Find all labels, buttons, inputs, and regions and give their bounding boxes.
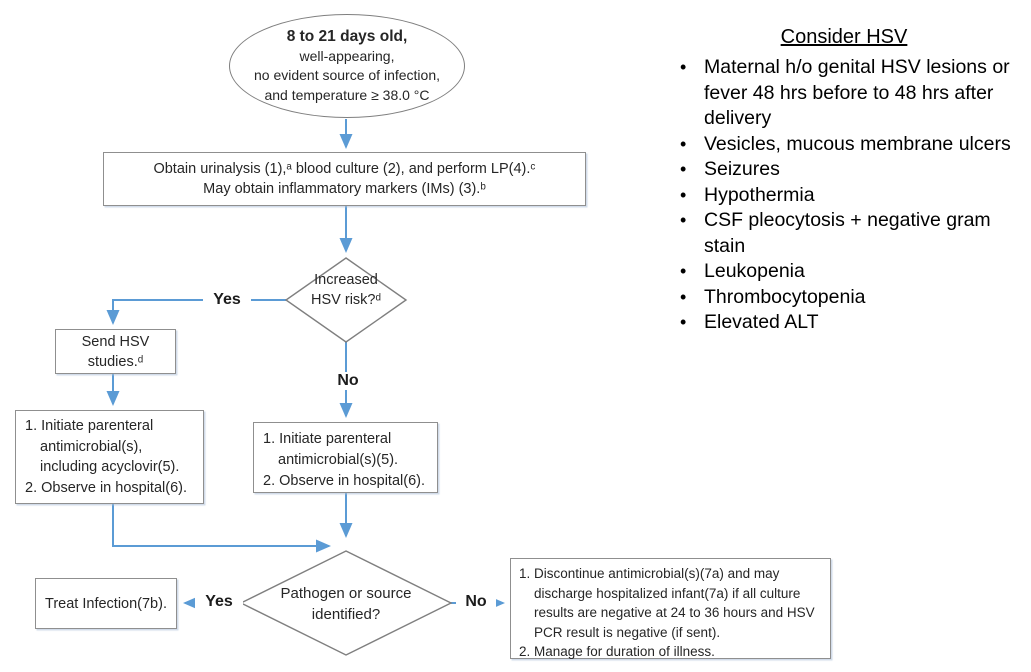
obtain-tests-line: May obtain inflammatory markers (IMs) (3…	[203, 181, 486, 197]
bullet-icon: •	[680, 159, 687, 179]
label-yes-hsv: Yes	[203, 291, 251, 309]
list-item-text: Thrombocytopenia	[704, 285, 866, 308]
bullet-icon: •	[680, 133, 687, 154]
start-ellipse: 8 to 21 days old, well-appearing, no evi…	[229, 14, 465, 118]
hsv-risk-line: HSV risk?ᵈ	[311, 291, 381, 308]
acyclovir-line: 2. Observe in hospital(6).	[25, 479, 187, 496]
bullet-icon: •	[680, 57, 687, 77]
discontinue-line: 2. Manage for duration of illness.	[519, 644, 715, 659]
label-no-hsv: No	[327, 372, 369, 390]
bullet-icon: •	[680, 312, 687, 332]
list-item-text: CSF pleocytosis + negative gram stain	[704, 209, 991, 257]
list-item: • Vesicles, mucous membrane ulcers	[658, 132, 1030, 158]
consider-hsv-panel: Consider HSV • Maternal h/o genital HSV …	[658, 26, 1030, 336]
acyclovir-box: 1. Initiate parenteral antimicrobial(s),…	[15, 410, 204, 504]
bullet-icon: •	[680, 286, 687, 307]
list-item-text: Maternal h/o genital HSV lesions or feve…	[704, 56, 1010, 129]
pathogen-line: identified?	[311, 606, 381, 623]
list-item: • Leukopenia	[658, 259, 1030, 285]
discontinue-box: 1. Discontinue antimicrobial(s)(7a) and …	[510, 558, 831, 659]
list-item: • Seizures	[658, 157, 1030, 183]
start-ellipse-line: no evident source of infection,	[253, 67, 440, 83]
acyclovir-line: including acyclovir(5).	[40, 459, 180, 475]
list-item-text: Elevated ALT	[704, 311, 819, 333]
list-item-text: Leukopenia	[704, 260, 805, 282]
list-item: • CSF pleocytosis + negative gram stain	[658, 208, 1030, 259]
consider-hsv-title: Consider HSV	[780, 26, 908, 48]
list-item-text: Hypothermia	[704, 183, 815, 206]
discontinue-line: PCR result is negative (if sent).	[534, 624, 721, 640]
list-item: • Thrombocytopenia	[658, 285, 1030, 311]
pathogen-diamond-text: Pathogen or source identified?	[244, 583, 448, 625]
send-hsv-studies-box: Send HSV studies.ᵈ	[55, 329, 176, 374]
discontinue-line: 1. Discontinue antimicrobial(s)(7a) and …	[519, 566, 780, 581]
send-hsv-line: Send HSV	[81, 333, 150, 350]
arrow-acyclovir-to-pathogen-diamond	[112, 504, 331, 553]
discontinue-line: discharge hospitalized infant(7a) if all…	[534, 585, 801, 601]
list-item: • Maternal h/o genital HSV lesions or fe…	[658, 55, 1030, 132]
acyclovir-line: antimicrobial(s),	[40, 438, 143, 455]
send-hsv-line: studies.ᵈ	[87, 353, 144, 370]
start-ellipse-line: 8 to 21 days old,	[286, 28, 408, 45]
label-yes-pathogen: Yes	[195, 593, 243, 611]
pathogen-line: Pathogen or source	[280, 585, 412, 602]
list-item-text: Seizures	[704, 158, 780, 180]
label-no-pathogen: No	[456, 593, 496, 611]
antimicrobial-line: antimicrobial(s)(5).	[278, 452, 399, 468]
obtain-tests-line: Obtain urinalysis (1),ᵃ blood culture (2…	[153, 161, 536, 177]
list-item: • Hypothermia	[658, 183, 1030, 209]
hsv-risk-diamond-shape	[284, 257, 408, 343]
hsv-risk-line: Increased	[314, 272, 378, 288]
treat-infection-label: Treat Infection(7b).	[45, 595, 167, 612]
start-ellipse-line: well-appearing,	[299, 47, 395, 64]
arrow-yes-to-send-hsv	[106, 299, 286, 325]
hsv-risk-diamond-text: Increased HSV risk?ᵈ	[286, 271, 406, 310]
antimicrobial-line: 2. Observe in hospital(6).	[263, 473, 425, 489]
list-item: • Elevated ALT	[658, 310, 1030, 336]
bullet-icon: •	[680, 184, 687, 205]
discontinue-line: results are negative at 24 to 36 hours a…	[534, 605, 815, 620]
obtain-tests-box: Obtain urinalysis (1),ᵃ blood culture (2…	[103, 152, 586, 206]
treat-infection-box: Treat Infection(7b).	[35, 578, 177, 629]
pathogen-diamond-shape	[239, 550, 453, 656]
list-item-text: Vesicles, mucous membrane ulcers	[704, 132, 1011, 155]
bullet-icon: •	[680, 261, 687, 281]
antimicrobial-line: 1. Initiate parenteral	[263, 431, 392, 447]
start-ellipse-line: and temperature ≥ 38.0 °C	[264, 86, 430, 103]
acyclovir-line: 1. Initiate parenteral	[25, 418, 154, 434]
antimicrobial-box: 1. Initiate parenteral antimicrobial(s)(…	[253, 422, 438, 493]
bullet-icon: •	[680, 210, 687, 230]
consider-hsv-list: • Maternal h/o genital HSV lesions or fe…	[658, 55, 1030, 336]
